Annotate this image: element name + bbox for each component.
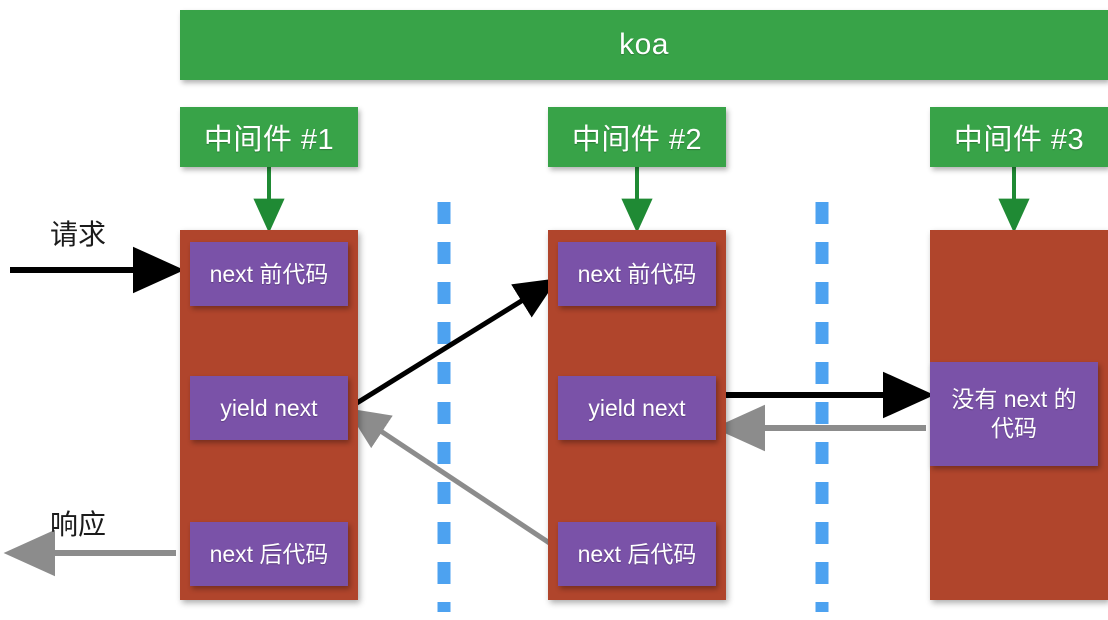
middleware-1-pre-next-label: next 前代码 [209, 260, 329, 287]
mw1-yield-to-mw2-pre [350, 278, 558, 409]
middleware-1-label-box: 中间件 #1 [180, 107, 358, 167]
middleware-3-terminal-line2: 代码 [990, 415, 1037, 441]
request-label: 请求 [50, 219, 107, 250]
middleware-1-yield-box: yield next [190, 376, 348, 440]
middleware-3-label-box: 中间件 #3 [930, 107, 1108, 167]
middleware-3-terminal-box: 没有 next 的 代码 [930, 362, 1098, 466]
middleware-2-pre-next-box: next 前代码 [558, 242, 716, 306]
middleware-2-yield-label: yield next [588, 394, 686, 421]
middleware-3-terminal-label: 没有 next 的 代码 [951, 385, 1076, 443]
middleware-2-label-box: 中间件 #2 [548, 107, 726, 167]
response-label: 响应 [50, 509, 107, 540]
koa-header-bar: koa [180, 10, 1108, 80]
middleware-2-post-next-box: next 后代码 [558, 522, 716, 586]
middleware-3-terminal-line1: 没有 next 的 [951, 386, 1077, 413]
middleware-1-post-next-box: next 后代码 [190, 522, 348, 586]
middleware-2-yield-box: yield next [558, 376, 716, 440]
middleware-1-pre-next-box: next 前代码 [190, 242, 348, 306]
middleware-1-yield-label: yield next [220, 394, 318, 421]
middleware-3-label: 中间件 #3 [953, 124, 1085, 156]
middleware-2-post-next-label: next 后代码 [577, 540, 697, 567]
koa-header-label: koa [619, 28, 669, 61]
middleware-2-pre-next-label: next 前代码 [577, 260, 697, 287]
mw2-post-to-mw1-yield [346, 408, 556, 549]
middleware-1-post-next-label: next 后代码 [209, 540, 329, 567]
middleware-2-label: 中间件 #2 [571, 124, 703, 156]
middleware-1-label: 中间件 #1 [203, 124, 335, 156]
